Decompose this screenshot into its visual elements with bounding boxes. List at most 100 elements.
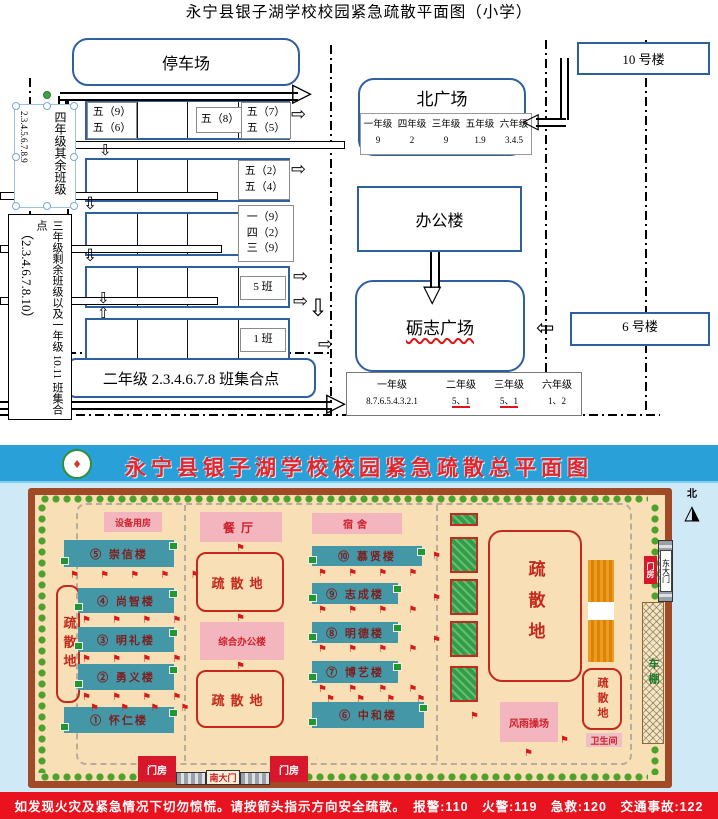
building-3: ③ 明礼楼: [74, 627, 178, 652]
campus-path: [436, 505, 438, 761]
route-arrow-shaft: [60, 92, 298, 101]
boundary-line: [645, 40, 647, 414]
dormitory: 宿舍: [312, 513, 402, 534]
boundary-line: [545, 40, 547, 414]
corridor: [0, 192, 218, 200]
arrow-down-icon: [423, 282, 441, 306]
building-8: ⑧ 明德楼: [308, 622, 402, 643]
school-logo: [62, 449, 92, 479]
evacuation-plan-elementary: 永宁县银子湖学校校园紧急疏散平面图（小学） 停车场 五（9） 五（6） 五（8）…: [0, 0, 718, 443]
note-grade4: 四年级其余班级 2.3.4.5.6.7.8.9: [12, 91, 78, 210]
south-gate-bar: [176, 772, 206, 785]
evacuation-flags-row: [318, 605, 426, 616]
arrow-left-icon: [536, 318, 554, 340]
note-grade3-text: 三年级剩余班级以及一年级 10.11 班集合点: [35, 220, 63, 415]
evacuation-flags-row: [70, 570, 209, 581]
arrow-down-icon: [83, 248, 97, 265]
class-label: 五（8）: [196, 107, 244, 133]
arrow-down-icon: [99, 143, 112, 158]
grandstand-band: [588, 602, 614, 620]
grade2-assembly-point: 二年级 2.3.4.6.7.8 班集合点: [66, 358, 316, 398]
south-gatehouse-right: 门房: [270, 756, 308, 782]
south-gate-bar: [240, 772, 270, 785]
evacuation-flag-icon: [236, 543, 254, 554]
building-6: 6 号楼: [570, 312, 710, 346]
note-grade4-text: 四年级其余班级: [53, 111, 67, 195]
campus-evacuation-map: 永宁县银子湖学校校园紧急疏散总平面图 设备用房 ⑤ 崇信楼 ④ 尚智楼 ③ 明礼…: [0, 443, 718, 819]
compass: 北 ◮: [678, 484, 706, 524]
building-10: 10 号楼: [577, 42, 710, 75]
note-grade3: 三年级剩余班级以及一年级 10.11 班集合点 （2.3.4.6.7.8.10）: [8, 214, 72, 420]
corridor: [0, 245, 222, 253]
office-building: 办公楼: [357, 186, 522, 252]
evacuation-flag-icon: [236, 661, 254, 672]
classroom-cells: [87, 320, 288, 358]
evacuation-area-mid-2: 疏散地: [196, 670, 284, 728]
route-arrow-shaft: [536, 118, 566, 127]
building-9: ⑨ 志成楼: [308, 583, 402, 604]
evacuation-flags-row: [326, 694, 434, 705]
arrow-up-icon: [97, 306, 110, 321]
north-arrow-icon: ◮: [684, 500, 700, 524]
arrow-right-icon: [291, 106, 306, 124]
north-plaza-label: 北广场: [416, 90, 468, 109]
warning-bar: 如发现火灾及紧急情况下切勿惊慌。请按箭头指示方向安全疏散。 报警:110 火警:…: [0, 792, 718, 819]
evacuation-flags-row: [82, 654, 190, 665]
class-label: 五（9） 五（6）: [87, 102, 137, 139]
map-header: [0, 445, 718, 483]
boundary-line: [330, 45, 332, 414]
building-4: ④ 尚智楼: [74, 588, 178, 613]
lawn-sign: [450, 513, 478, 526]
arrow-right-icon: [326, 390, 346, 416]
grandstand: [588, 560, 614, 662]
arrow-right-icon: [292, 80, 312, 106]
arrow-down-icon: [83, 196, 97, 213]
rotate-handle: [43, 91, 51, 99]
evacuation-flags-row: [318, 644, 426, 655]
evacuation-area-small: 疏散地: [582, 668, 622, 730]
route-arrow-shaft: [560, 58, 569, 120]
bike-shed: 车棚: [642, 602, 664, 744]
class-label: 1 班: [240, 328, 286, 352]
route-arrow-shaft: [0, 401, 332, 410]
lawn: [450, 621, 478, 657]
admin-building: 综合办公楼: [200, 622, 284, 660]
lawn: [450, 579, 478, 615]
class-label: 五（7） 五（5）: [241, 102, 291, 139]
arrow-right-icon: [293, 268, 308, 286]
route-arrow-shaft: [430, 252, 440, 288]
parking-lot: 停车场: [72, 38, 300, 86]
evacuation-flag-icon: [432, 635, 450, 646]
arrow-right-icon: [293, 293, 308, 311]
classroom-cells: [87, 268, 288, 306]
evacuation-flag-icon: [524, 748, 542, 759]
evacuation-flag-icon: [432, 593, 450, 604]
evacuation-flags-row: [90, 703, 198, 714]
compass-north-label: 北: [687, 489, 697, 500]
evacuation-flags-row: [82, 615, 190, 626]
building-5: ⑤ 崇信楼: [60, 540, 178, 567]
canteen: 餐厅: [200, 512, 282, 542]
evacuation-area-east: 疏散地: [488, 530, 582, 682]
evacuation-flag-icon: [432, 551, 450, 562]
building-2: ② 勇义楼: [74, 664, 178, 690]
arrow-down-icon: [308, 296, 328, 320]
building-10: ⑩ 慕贤楼: [308, 546, 426, 566]
evacuation-area-mid-1: 疏散地: [196, 552, 284, 612]
arrow-right-icon: [318, 336, 333, 354]
lizhi-plaza-label: 砺志广场: [406, 318, 474, 338]
parking-lot-label: 停车场: [161, 56, 210, 73]
building-6: ⑥ 中和楼: [308, 702, 428, 728]
trees-row: [37, 503, 47, 773]
